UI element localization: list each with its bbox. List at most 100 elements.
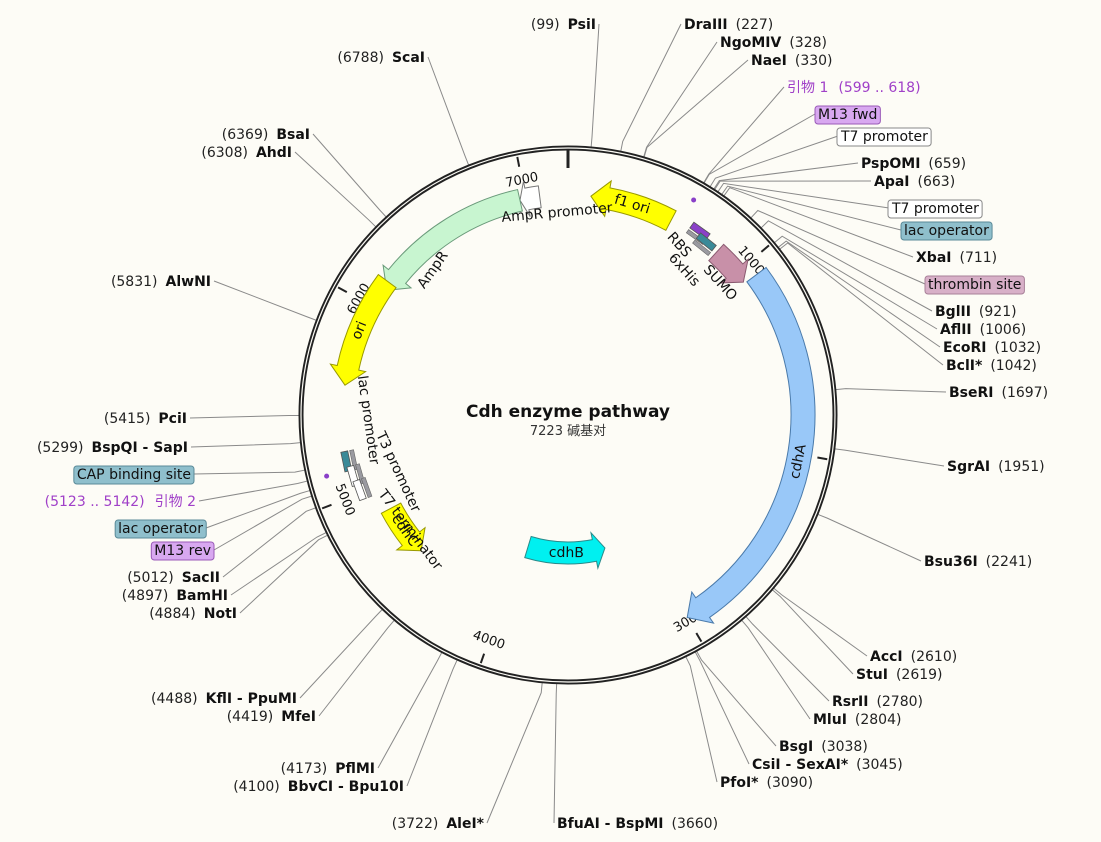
feature-ampr[interactable] (382, 188, 523, 291)
feature-tag-label[interactable]: lac operator (904, 223, 989, 239)
feature-tag-label[interactable]: CAP binding site (77, 467, 191, 483)
enzyme-rsrii[interactable]: RsrII(2780) (832, 694, 923, 710)
enzyme-acci[interactable]: AccI(2610) (870, 649, 957, 665)
feature-tag-label[interactable]: T7 promoter (891, 201, 979, 217)
enzyme-apai[interactable]: ApaI(663) (874, 174, 955, 190)
enzyme-label[interactable]: (4488)KflI - PpuMI (151, 691, 297, 707)
enzyme-label[interactable]: DraIII(227) (684, 17, 773, 33)
enzyme-bbvci-bpu10i[interactable]: (4100)BbvCI - Bpu10I (233, 779, 404, 795)
feature-tag-lac-operator[interactable]: lac operator (114, 519, 207, 539)
primer-2[interactable]: (5123 .. 5142)引物 2 (45, 473, 330, 510)
feature-sumo[interactable] (708, 243, 749, 284)
primer-label[interactable]: 引物 1(599 .. 618) (787, 80, 921, 96)
feature-tag-m13-rev[interactable]: M13 rev (150, 541, 215, 561)
enzyme-bglii[interactable]: BglII(921) (935, 304, 1017, 320)
feature-arrow[interactable] (382, 188, 523, 291)
enzyme-xbai[interactable]: XbaI(711) (916, 250, 997, 266)
enzyme-bamhi[interactable]: (4897)BamHI (122, 588, 228, 604)
enzyme-bspqi-sapi[interactable]: (5299)BspQI - SapI (37, 440, 188, 456)
enzyme-label[interactable]: NgoMIV(328) (720, 35, 827, 51)
enzyme-label[interactable]: PspOMI(659) (861, 156, 966, 172)
enzyme-label[interactable]: (5299)BspQI - SapI (37, 440, 188, 456)
enzyme-label[interactable]: (99)PsiI (531, 17, 596, 33)
enzyme-aflii[interactable]: AflII(1006) (940, 322, 1026, 338)
enzyme-label[interactable]: (5415)PciI (104, 411, 187, 427)
feature-tag-label[interactable]: M13 fwd (818, 107, 877, 123)
feature-tag-thrombin-site[interactable]: thrombin site (924, 275, 1025, 295)
feature-block[interactable] (352, 478, 367, 502)
feature-ori[interactable]: ori (329, 273, 397, 386)
feature-ampr-promoter[interactable] (519, 181, 542, 217)
enzyme-label[interactable]: (6308)AhdI (201, 145, 292, 161)
feature-arrow[interactable] (708, 243, 749, 284)
feature-arrow[interactable] (686, 266, 816, 624)
primer-label[interactable]: (5123 .. 5142)引物 2 (45, 494, 196, 510)
enzyme-label[interactable]: (4173)PflMI (281, 761, 375, 777)
enzyme-label[interactable]: PfoI*(3090) (720, 775, 813, 791)
feature-tag-t7-promoter[interactable]: T7 promoter (836, 127, 932, 147)
enzyme-label[interactable]: AflII(1006) (940, 322, 1026, 338)
feature-tag-label[interactable]: M13 rev (154, 543, 211, 559)
enzyme-label[interactable]: Bsu36I(2241) (924, 554, 1032, 570)
feature-tag-label[interactable]: T7 promoter (840, 129, 928, 145)
enzyme-draiii[interactable]: DraIII(227) (684, 17, 773, 33)
enzyme-label[interactable]: (6369)BsaI (222, 127, 310, 143)
enzyme-label[interactable]: MluI(2804) (813, 712, 901, 728)
enzyme-noti[interactable]: (4884)NotI (149, 606, 237, 622)
enzyme-alei[interactable]: (3722)AleI* (392, 816, 485, 832)
enzyme-sacii[interactable]: (5012)SacII (127, 570, 220, 586)
feature-tag-label[interactable]: thrombin site (928, 277, 1021, 293)
feature-tag-cap-binding-site[interactable]: CAP binding site (73, 465, 195, 485)
enzyme-ecori[interactable]: EcoRI(1032) (943, 340, 1041, 356)
enzyme-alwni[interactable]: (5831)AlwNI (111, 274, 211, 290)
feature-tag-label[interactable]: lac operator (118, 521, 203, 537)
feature-arrow[interactable] (380, 502, 426, 552)
enzyme-label[interactable]: (4897)BamHI (122, 588, 228, 604)
enzyme-label[interactable]: (3722)AleI* (392, 816, 485, 832)
feature-cdhb[interactable]: cdhB (524, 531, 606, 571)
feature-block[interactable] (695, 232, 717, 252)
enzyme-mfei[interactable]: (4419)MfeI (227, 709, 316, 725)
enzyme-kfli-ppumi[interactable]: (4488)KflI - PpuMI (151, 691, 297, 707)
enzyme-csii-sexai[interactable]: CsiI - SexAI*(3045) (752, 757, 903, 773)
enzyme-bsai[interactable]: (6369)BsaI (222, 127, 310, 143)
enzyme-label[interactable]: ApaI(663) (874, 174, 955, 190)
enzyme-psii[interactable]: (99)PsiI (531, 17, 596, 33)
enzyme-label[interactable]: (5012)SacII (127, 570, 220, 586)
enzyme-naei[interactable]: NaeI(330) (751, 53, 833, 69)
enzyme-pfoi[interactable]: PfoI*(3090) (720, 775, 813, 791)
enzyme-label[interactable]: (5831)AlwNI (111, 274, 211, 290)
enzyme-pcii[interactable]: (5415)PciI (104, 411, 187, 427)
enzyme-label[interactable]: CsiI - SexAI*(3045) (752, 757, 903, 773)
enzyme-label[interactable]: XbaI(711) (916, 250, 997, 266)
enzyme-label[interactable]: BclI*(1042) (946, 358, 1037, 374)
enzyme-sgrai[interactable]: SgrAI(1951) (947, 459, 1045, 475)
enzyme-label[interactable]: BfuAI - BspMI(3660) (557, 816, 718, 832)
primer-1[interactable]: 引物 1(599 .. 618) (691, 80, 921, 203)
enzyme-pspomi[interactable]: PspOMI(659) (861, 156, 966, 172)
enzyme-bcli[interactable]: BclI*(1042) (946, 358, 1037, 374)
enzyme-label[interactable]: (4884)NotI (149, 606, 237, 622)
enzyme-pflmi[interactable]: (4173)PflMI (281, 761, 375, 777)
enzyme-label[interactable]: RsrII(2780) (832, 694, 923, 710)
small-feature-6xhis[interactable] (692, 232, 717, 257)
feature-tag-t7-promoter[interactable]: T7 promoter (887, 199, 983, 219)
enzyme-ngomiv[interactable]: NgoMIV(328) (720, 35, 827, 51)
enzyme-label[interactable]: (4100)BbvCI - Bpu10I (233, 779, 404, 795)
feature-block[interactable] (689, 221, 711, 241)
enzyme-label[interactable]: BseRI(1697) (949, 385, 1048, 401)
enzyme-bseri[interactable]: BseRI(1697) (949, 385, 1048, 401)
feature-arrow[interactable] (329, 273, 397, 386)
small-feature-t7-terminator[interactable] (352, 477, 373, 502)
enzyme-label[interactable]: AccI(2610) (870, 649, 957, 665)
feature-arrow[interactable] (590, 179, 677, 231)
enzyme-label[interactable]: EcoRI(1032) (943, 340, 1041, 356)
feature-arrow[interactable] (524, 531, 606, 571)
feature-tag-lac-operator[interactable]: lac operator (900, 221, 993, 241)
enzyme-ahdi[interactable]: (6308)AhdI (201, 145, 292, 161)
enzyme-label[interactable]: (6788)ScaI (337, 50, 425, 66)
feature-tag-m13-fwd[interactable]: M13 fwd (814, 105, 881, 125)
enzyme-label[interactable]: BsgI(3038) (779, 739, 868, 755)
enzyme-label[interactable]: SgrAI(1951) (947, 459, 1045, 475)
enzyme-scai[interactable]: (6788)ScaI (337, 50, 425, 66)
